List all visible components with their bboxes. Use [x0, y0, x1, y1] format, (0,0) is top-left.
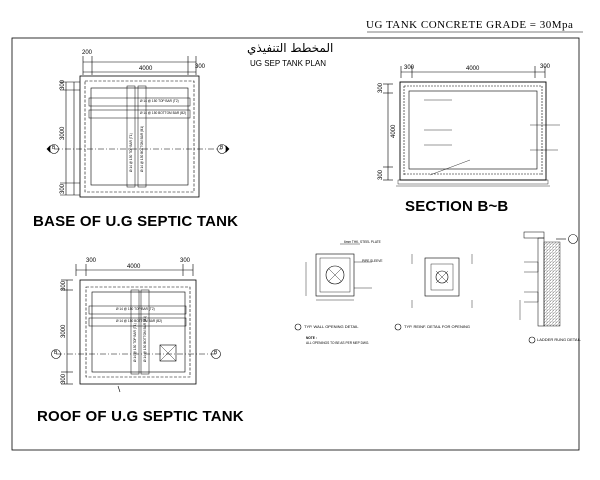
roof-dim-left-mid: 3000 — [61, 324, 67, 338]
reinf-opening-detail — [394, 254, 473, 331]
roof-dim-top-mid: 4000 — [127, 264, 141, 270]
ladder-rung-detail — [519, 231, 561, 344]
base-plan-title: BASE OF U.G SEPTIC TANK — [33, 213, 239, 230]
base-plan — [46, 56, 230, 198]
roof-dim-left-bottom: 300 — [61, 373, 67, 384]
base-dim-left-top: 300 — [60, 79, 66, 90]
roof-bar-bottom: Ø 14 @ 150 BOTTOM BAR (B2) — [116, 319, 163, 323]
base-marker-right: B — [220, 145, 224, 151]
roof-plan-title: ROOF OF U.G SEPTIC TANK — [37, 408, 244, 425]
wall-opening-detail — [294, 243, 372, 331]
sheet-header-grade: UG TANK CONCRETE GRADE = 30Mpa — [366, 19, 574, 31]
steel-plate-label: 6mm THK. STEEL PLATE — [344, 240, 381, 244]
section-dim-top-mid: 4000 — [466, 66, 480, 72]
roof-dim-top-left: 300 — [86, 258, 97, 264]
base-dim-top-right: 300 — [195, 64, 206, 70]
note-title: NOTE : — [306, 336, 317, 340]
note-text: ALL OPENINGS TO BE AS PER MEP DWG. — [306, 341, 370, 345]
plan-caption: UG SEP TANK PLAN — [250, 59, 327, 68]
pipe-sleeve-label: PIPE SLEEVE — [362, 259, 383, 263]
roof-marker-left: B — [54, 350, 58, 356]
section-dim-top-left: 300 — [404, 65, 415, 71]
arabic-title: المخطط التنفيذي — [247, 41, 334, 55]
section-dim-left-top: 300 — [378, 82, 384, 93]
base-bar-top: Ø 14 @ 150 TOP BAR (T2) — [140, 99, 179, 103]
base-bar-bottom: Ø 14 @ 150 BOTTOM BAR (B2) — [140, 111, 187, 115]
roof-plan — [51, 264, 221, 393]
base-bar-bottom-v: Ø 14 @ 150 BOTTOM BAR (B1) — [140, 125, 144, 172]
roof-bar-bottom-v: Ø 14 @ 150 BOTTOM BAR (B1) — [143, 315, 147, 362]
section-title: SECTION B~B — [405, 198, 509, 215]
base-dim-left-mid: 3000 — [60, 126, 66, 140]
roof-dim-left-top: 300 — [61, 280, 67, 291]
base-dim-top-left: 200 — [82, 50, 93, 56]
roof-marker-right: B — [214, 350, 218, 356]
section-b-b — [383, 66, 578, 244]
roof-dim-top-right: 300 — [180, 258, 191, 264]
section-dim-top-right: 300 — [540, 64, 551, 70]
base-dim-top-mid: 4000 — [139, 66, 153, 72]
ladder-rung-label: LADDER RUNG DETAIL — [537, 337, 581, 342]
section-dim-left-bottom: 300 — [378, 169, 384, 180]
reinf-opening-label: TYP. REINF. DETAIL FOR OPENING — [404, 324, 470, 329]
roof-bar-top: Ø 14 @ 150 TOP BAR (T2) — [116, 307, 155, 311]
sheet-border — [11, 37, 580, 451]
base-bar-top-v: Ø 14 @ 150 TOP BAR (T1) — [129, 133, 133, 172]
section-dim-left-mid: 4000 — [391, 124, 397, 138]
roof-bar-top-v: Ø 14 @ 150 TOP BAR (T1) — [133, 323, 137, 362]
wall-opening-label: TYP. WALL OPENING DETAIL — [304, 324, 359, 329]
base-dim-left-bottom: 300 — [60, 183, 66, 194]
base-marker-left: B — [52, 145, 56, 151]
